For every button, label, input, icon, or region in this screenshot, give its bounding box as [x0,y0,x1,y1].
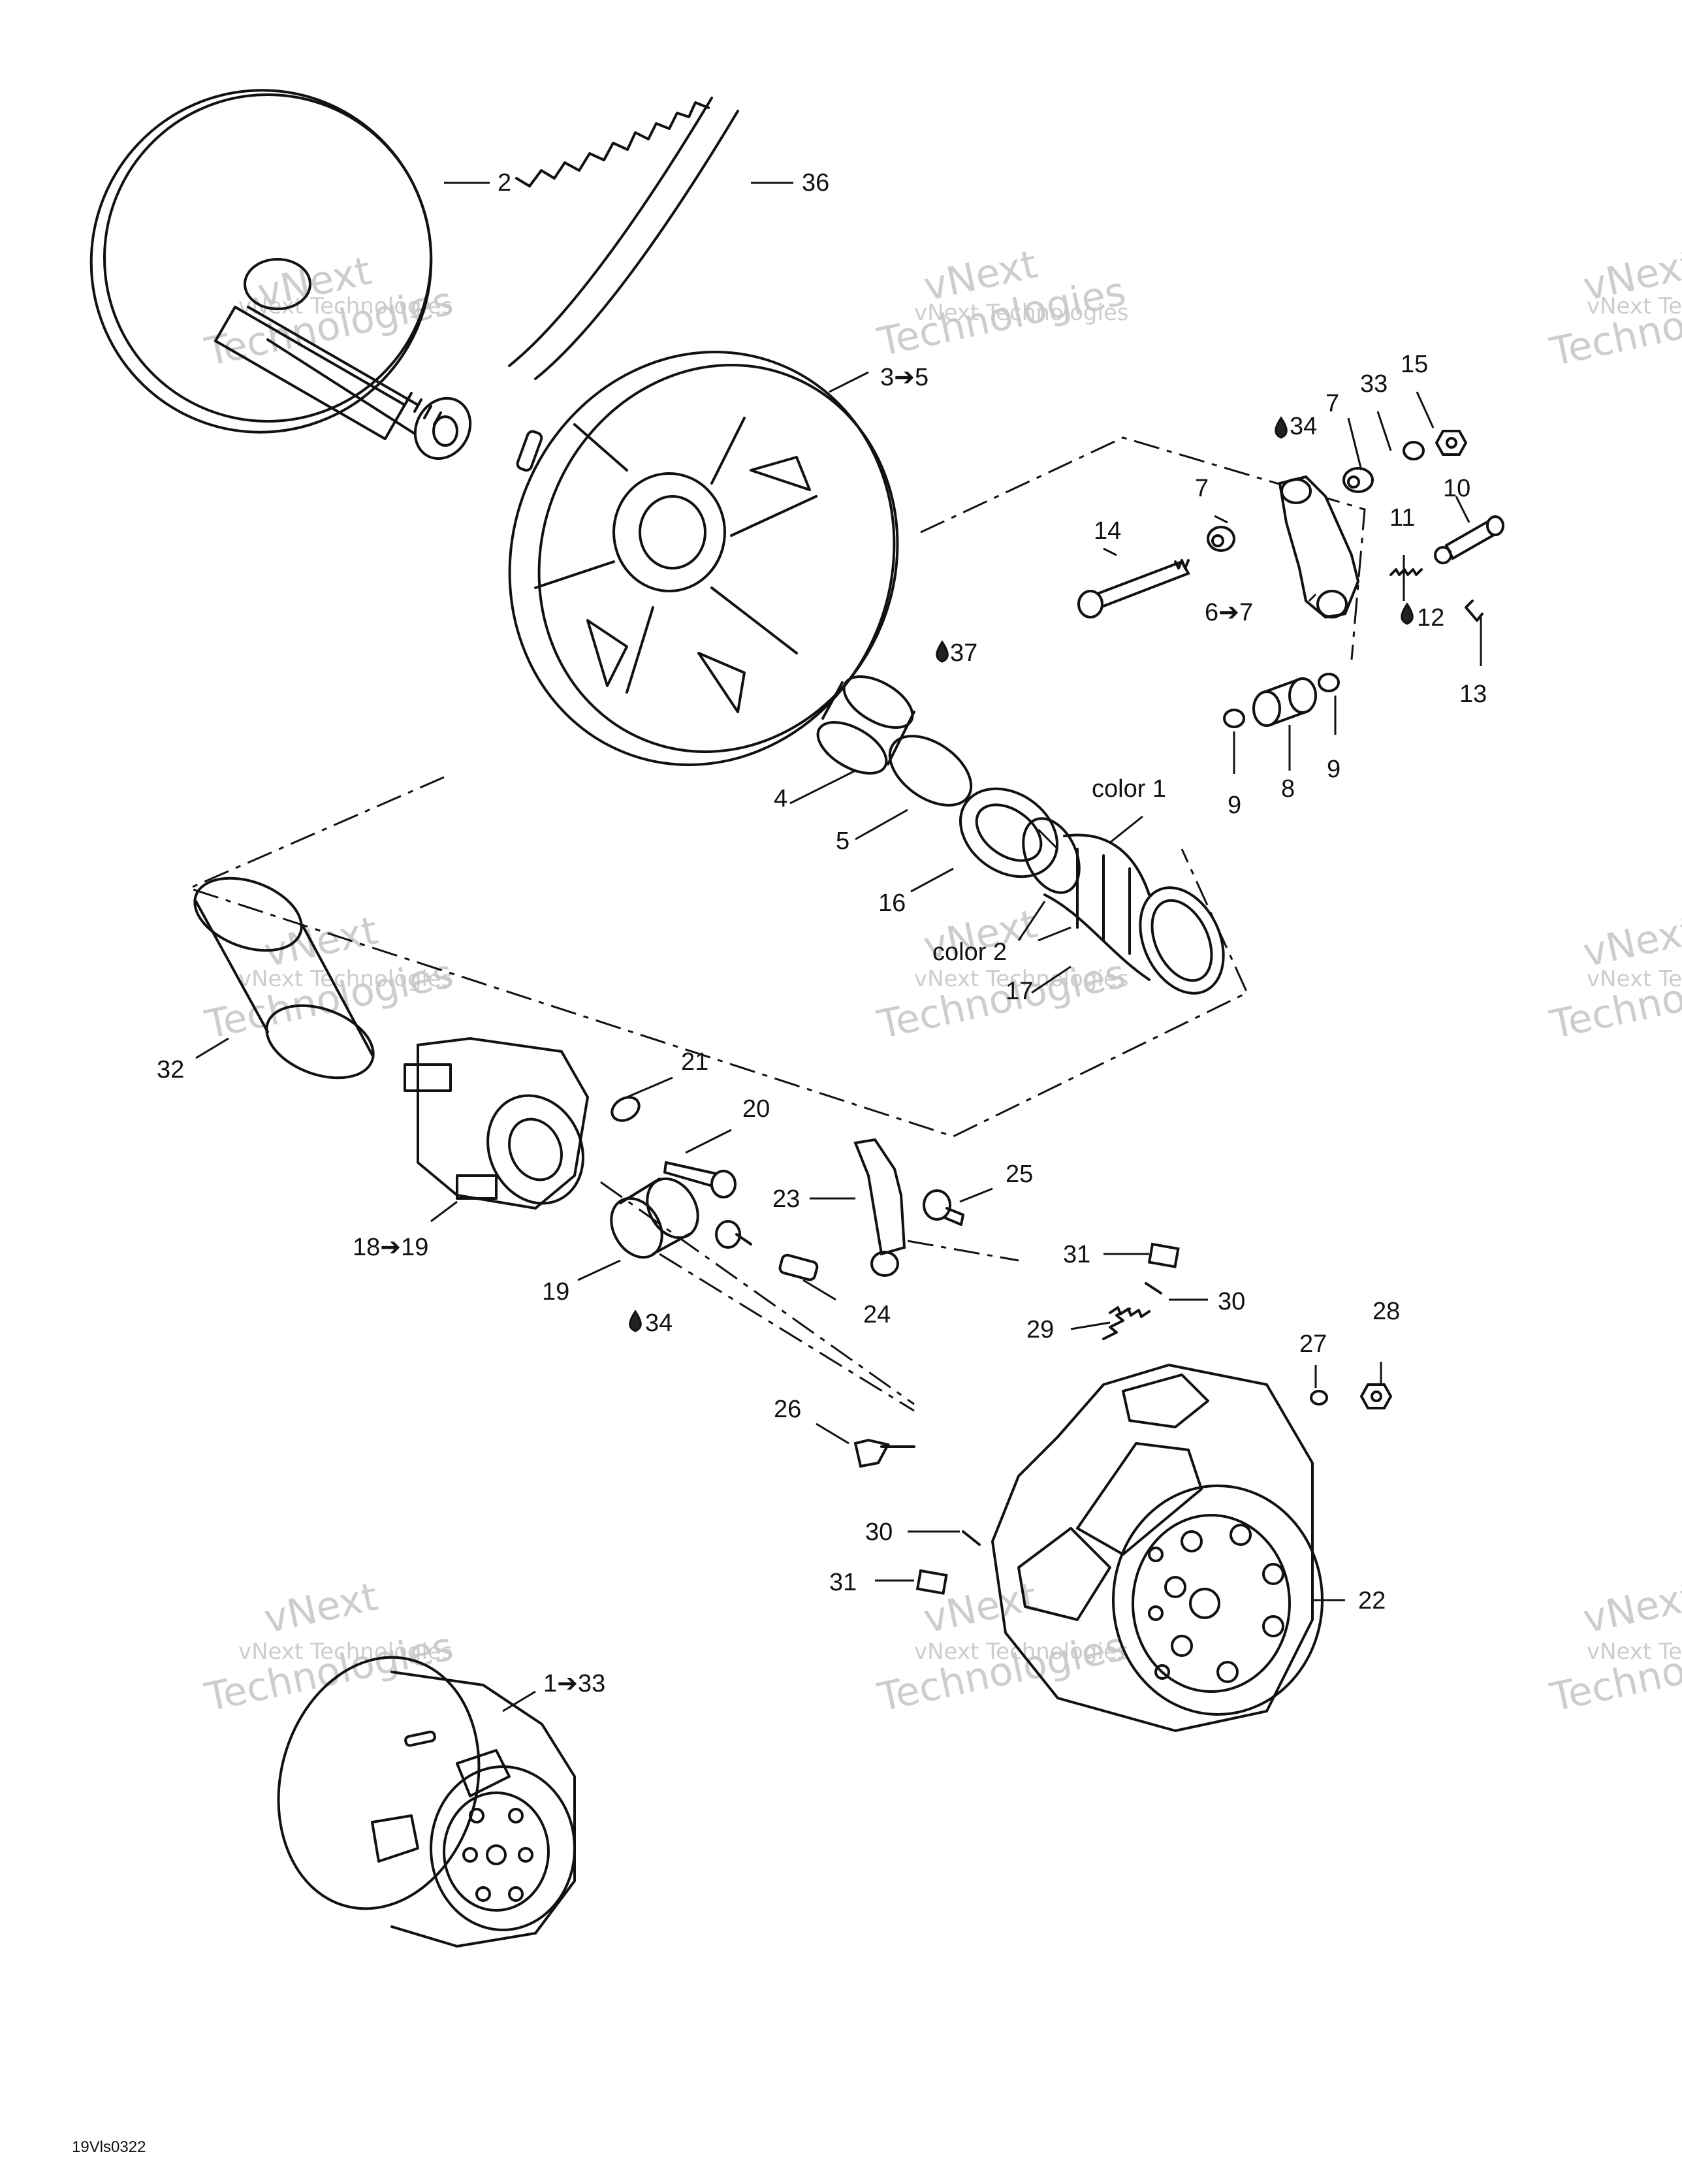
label-7-top: 7 [1325,390,1339,417]
oil-drop-icon-34-top [1275,416,1288,439]
label-21: 21 [681,1048,708,1076]
label-19: 19 [542,1278,569,1306]
watermark-text: vNext Technologies [1587,966,1682,992]
label-13: 13 [1459,681,1487,708]
leader-lines [195,182,1482,1712]
label-30-bottom: 30 [865,1518,893,1546]
oil-drop-icon-12 [1401,602,1414,625]
label-12: 12 [1417,604,1444,632]
part-washer-16 [959,787,1059,878]
label-17: 17 [1006,978,1033,1005]
label-8: 8 [1281,775,1295,803]
watermark-text: vNext Technologies [238,966,453,992]
part-clip-30-bottom [962,1530,981,1546]
reference-code: 19Vls0322 [72,2138,146,2156]
part-fixed-sheave [89,89,472,460]
label-4: 4 [774,785,787,812]
part-pin-10 [1434,515,1504,564]
part-spider [404,1036,590,1210]
label-color-2: color 2 [932,939,1007,966]
label-color-1: color 1 [1092,775,1166,803]
label-34-bottom: 34 [645,1309,673,1337]
label-16: 16 [878,890,906,917]
label-10: 10 [1443,475,1470,502]
watermark-text: vNext Technologies [914,300,1129,326]
part-bushing-19 [610,1177,699,1259]
label-20: 20 [742,1095,770,1123]
label-11: 11 [1389,504,1415,532]
label-7-mid: 7 [1195,475,1209,502]
part-movable-sheave [508,351,899,766]
label-15: 15 [1401,351,1428,378]
part-bushing-7-right [1342,467,1374,493]
part-washer-9-right [1318,673,1340,692]
label-34-top: 34 [1290,413,1317,440]
part-washer-21 [611,1096,641,1122]
part-washer-33 [1403,441,1425,460]
label-1-33: 1➔33 [543,1670,605,1697]
oil-drop-icon-37 [936,640,949,663]
label-31-top: 31 [1063,1241,1090,1268]
part-screw-20 [663,1161,737,1198]
label-30-top: 30 [1218,1288,1245,1315]
part-roller-31-bottom [915,1569,948,1595]
oil-drop-icon-34-bottom [629,1309,642,1332]
watermark-top-vnext: vNext [1579,1574,1682,1643]
label-14: 14 [1094,517,1121,545]
part-lever-arm [1278,475,1360,619]
part-lever-23 [853,1138,906,1277]
part-bushing-7-left [1207,526,1235,552]
part-nut-15 [1435,430,1468,456]
watermark-top-vnext: vNext [261,1574,382,1643]
part-roller-8 [1252,677,1317,727]
part-clip-13 [1465,600,1484,622]
label-32: 32 [157,1056,184,1084]
label-25: 25 [1006,1161,1033,1188]
label-23: 23 [772,1185,800,1213]
part-pin-25 [923,1189,964,1226]
part-screw-24 [715,1220,819,1281]
part-circlip [888,735,973,807]
watermark-text: vNext Technologies [1587,293,1682,319]
label-3-5: 3➔5 [880,364,928,391]
part-clip-30-top [1145,1282,1162,1294]
watermarks: vNext Technologies vNext Technologies vN… [201,242,1682,1721]
part-pin-14 [1077,559,1190,618]
part-roller-31-top [1147,1242,1180,1268]
label-29: 29 [1026,1316,1054,1343]
label-9-left: 9 [1228,792,1241,819]
part-spring [1022,817,1225,995]
label-5: 5 [836,827,849,855]
label-26: 26 [774,1396,801,1423]
part-labels: 2 36 3➔5 15 33 7 34 7 10 14 11 6➔7 12 13… [157,169,1487,1697]
label-28: 28 [1373,1298,1400,1325]
part-washer-27 [1310,1390,1328,1405]
label-33-top: 33 [1360,370,1388,398]
label-37: 37 [950,639,977,667]
label-9-right: 9 [1327,756,1341,783]
label-27: 27 [1299,1330,1327,1358]
part-governor-cup [991,1364,1324,1732]
watermark-text: vNext Technologies [914,966,1129,992]
part-nut-28 [1359,1383,1393,1409]
part-bushing-37 [816,675,915,775]
label-31-bottom: 31 [829,1569,857,1596]
part-sleeve [193,876,375,1080]
part-washer-9-left [1223,709,1245,728]
part-spring-11 [1389,568,1423,576]
label-6-7: 6➔7 [1205,599,1253,626]
label-24: 24 [863,1301,891,1328]
part-complete-clutch [277,1656,576,1948]
part-belt [508,97,739,380]
watermark-text: vNext Technologies [1587,1639,1682,1665]
label-36: 36 [802,169,829,197]
label-18-19: 18➔19 [353,1234,428,1261]
label-22: 22 [1358,1587,1386,1614]
part-screw-26 [853,1438,915,1468]
watermark-text: vNext Technologies [238,1639,453,1665]
part-spring-29 [1102,1306,1150,1340]
watermark-text: vNext Technologies [238,293,453,319]
label-2: 2 [498,169,511,197]
